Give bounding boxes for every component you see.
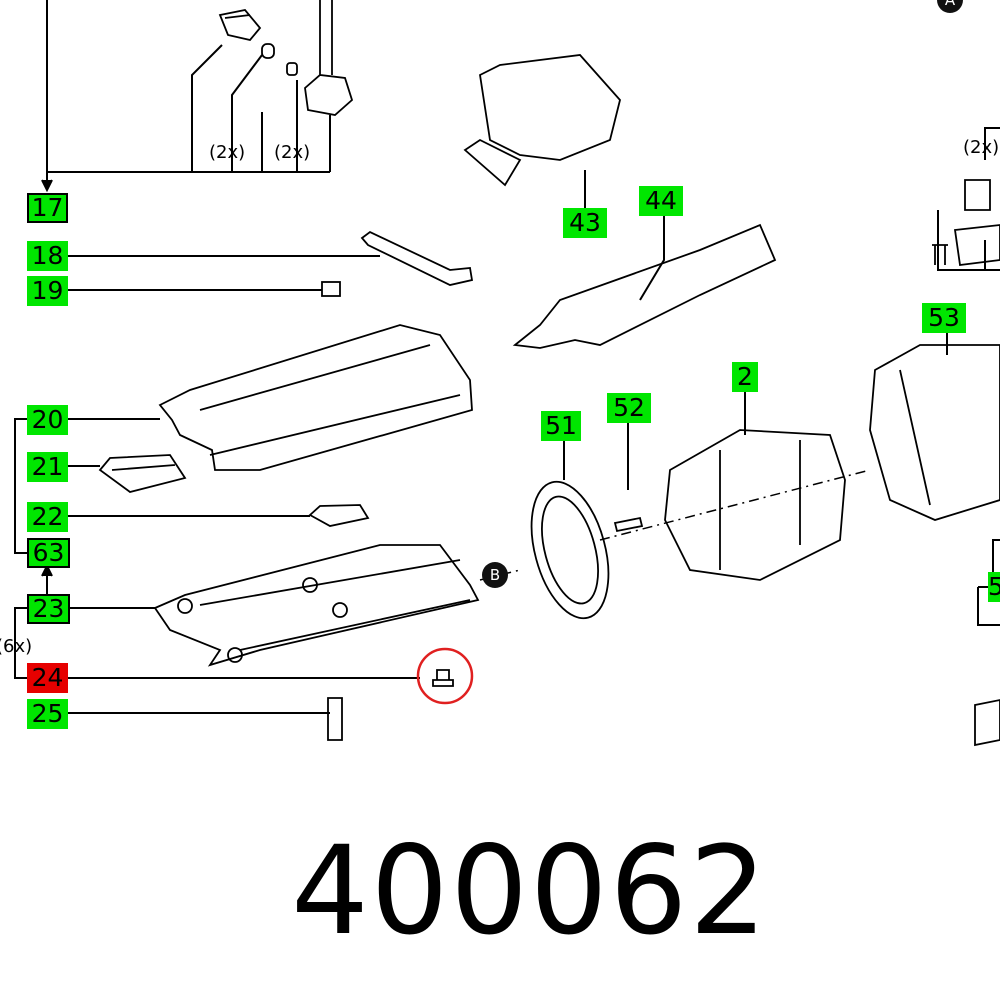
callout-2[interactable]: 2 xyxy=(732,362,758,392)
selected-part-highlight-ring xyxy=(416,647,474,705)
callout-18[interactable]: 18 xyxy=(27,241,68,271)
part-21 xyxy=(98,454,187,493)
part-52 xyxy=(613,516,644,533)
part-base-23 xyxy=(153,544,480,667)
part-screw-25 xyxy=(327,697,343,741)
callout-17[interactable]: 17 xyxy=(27,193,68,223)
marker-b: B xyxy=(482,562,508,588)
callout-43[interactable]: 43 xyxy=(563,208,607,238)
callout-23[interactable]: 23 xyxy=(27,594,70,624)
part-housing-53 xyxy=(869,344,1000,521)
part-22 xyxy=(308,504,370,527)
part-hex-key xyxy=(360,230,474,286)
part-clip xyxy=(218,9,262,41)
part-nut xyxy=(321,281,341,297)
part-small-pin xyxy=(286,62,298,76)
callout-25[interactable]: 25 xyxy=(27,699,68,729)
callout-24-selected[interactable]: 24 xyxy=(27,663,68,693)
part-stator-2 xyxy=(664,429,846,581)
callout-63[interactable]: 63 xyxy=(27,538,70,568)
leader-lines xyxy=(14,0,1000,714)
part-housing-20 xyxy=(158,324,473,471)
part-switch xyxy=(974,699,1000,747)
callout-53[interactable]: 53 xyxy=(922,303,966,333)
quantity-label: (2x) xyxy=(963,137,1000,158)
quantity-label: (2x) xyxy=(209,142,246,163)
callout-44[interactable]: 44 xyxy=(639,186,683,216)
part-51 xyxy=(530,480,610,620)
part-pin xyxy=(261,43,275,59)
callout-19[interactable]: 19 xyxy=(27,276,68,306)
part-screw-24 xyxy=(432,669,454,687)
marker-a: A xyxy=(937,0,963,13)
part-43 xyxy=(463,54,621,187)
callout-20[interactable]: 20 xyxy=(27,405,68,435)
part-drawings xyxy=(98,0,1000,747)
callout-52[interactable]: 52 xyxy=(607,393,651,423)
part-brush-holder xyxy=(932,179,1000,267)
callout-22[interactable]: 22 xyxy=(27,502,68,532)
callout-5[interactable]: 5 xyxy=(988,572,1000,602)
part-number: 400062 xyxy=(291,820,769,962)
quantity-label: (6x) xyxy=(0,636,33,657)
callout-21[interactable]: 21 xyxy=(27,452,68,482)
quantity-label: (2x) xyxy=(274,142,311,163)
part-44 xyxy=(512,223,777,349)
part-shaft xyxy=(304,0,354,116)
callout-51[interactable]: 51 xyxy=(541,411,581,441)
